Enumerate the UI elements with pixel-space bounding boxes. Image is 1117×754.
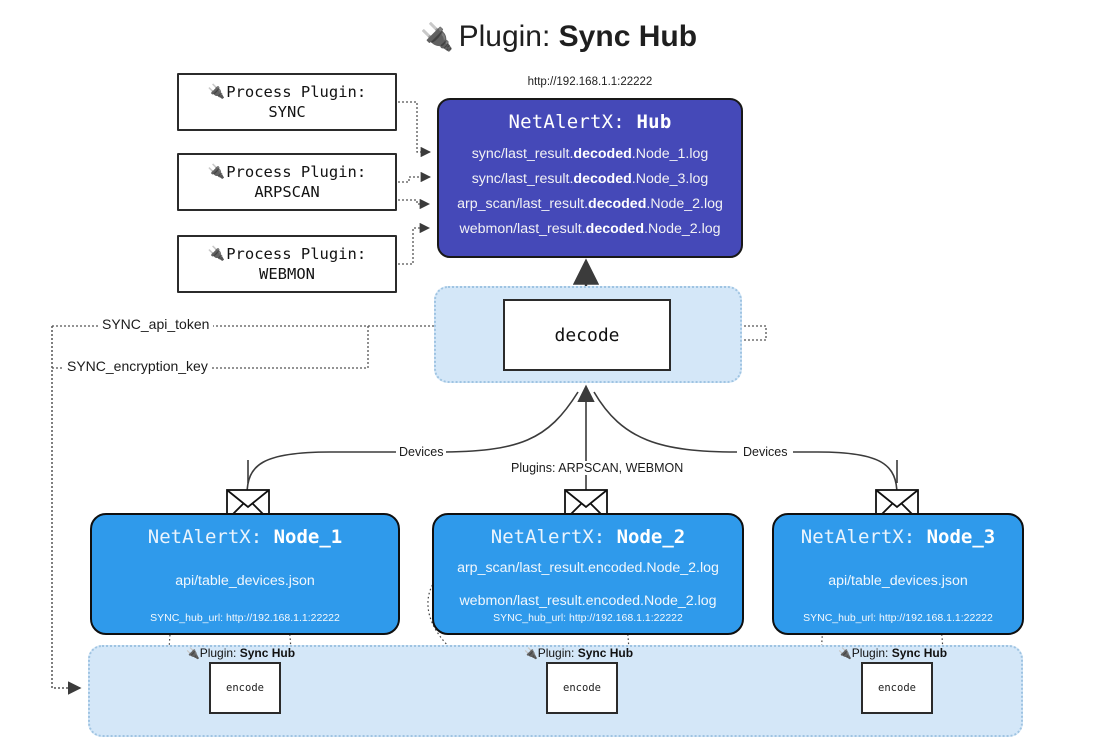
process-plugin-name: ARPSCAN bbox=[254, 183, 320, 201]
plug-icon: 🔌 bbox=[838, 648, 852, 660]
process-plugin-title: Process Plugin: bbox=[226, 245, 367, 263]
process-plugin-arpscan[interactable]: 🔌Process Plugin: ARPSCAN bbox=[177, 153, 397, 211]
decode-box[interactable]: decode bbox=[503, 299, 671, 371]
process-plugin-name: SYNC bbox=[268, 103, 306, 121]
plug-icon: 🔌 bbox=[207, 84, 226, 100]
setting-encryption-key: SYNC_encryption_key bbox=[63, 358, 212, 374]
node-2[interactable]: NetAlertX: Node_2 arp_scan/last_result.e… bbox=[432, 513, 744, 635]
edge-label-devices-right: Devices bbox=[740, 445, 791, 459]
hub-title-name: Hub bbox=[636, 111, 672, 133]
node-hub-url: SYNC_hub_url: http://192.168.1.1:22222 bbox=[803, 612, 993, 624]
node-title-name: Node_1 bbox=[273, 526, 343, 548]
hub-title: NetAlertX: Hub bbox=[509, 111, 672, 133]
node-title: NetAlertX: Node_1 bbox=[148, 526, 342, 548]
node-title-prefix: NetAlertX: bbox=[800, 526, 916, 548]
node-hub-url: SYNC_hub_url: http://192.168.1.1:22222 bbox=[150, 612, 340, 624]
encoder-label-3: 🔌Plugin: Sync Hub bbox=[838, 646, 948, 660]
page-title-prefix: Plugin: bbox=[458, 20, 551, 53]
page-title: 🔌Plugin: Sync Hub bbox=[0, 16, 1117, 58]
encode-box-3[interactable]: encode bbox=[861, 662, 933, 714]
hub-log-2: sync/last_result.decoded.Node_3.log bbox=[471, 171, 709, 187]
node-resource: api/table_devices.json bbox=[175, 573, 315, 589]
node-title-prefix: NetAlertX: bbox=[490, 526, 606, 548]
plug-icon: 🔌 bbox=[524, 648, 538, 660]
edge-label-plugins-center: Plugins: ARPSCAN, WEBMON bbox=[508, 461, 687, 475]
hub-log-4: webmon/last_result.decoded.Node_2.log bbox=[459, 221, 721, 237]
page-title-name: Sync Hub bbox=[558, 20, 698, 53]
plug-icon: 🔌 bbox=[207, 246, 226, 262]
process-plugin-webmon[interactable]: 🔌Process Plugin: WEBMON bbox=[177, 235, 397, 293]
node-title: NetAlertX: Node_2 bbox=[491, 526, 685, 548]
hub-title-prefix: NetAlertX: bbox=[508, 111, 625, 133]
process-plugin-title: Process Plugin: bbox=[226, 83, 367, 101]
encoder-label-2: 🔌Plugin: Sync Hub bbox=[524, 646, 634, 660]
node-1[interactable]: NetAlertX: Node_1 api/table_devices.json… bbox=[90, 513, 400, 635]
setting-api-token: SYNC_api_token bbox=[98, 316, 214, 332]
node-resource: webmon/last_result.encoded.Node_2.log bbox=[459, 593, 717, 609]
encoder-label-1: 🔌Plugin: Sync Hub bbox=[186, 646, 296, 660]
edge-label-devices-left: Devices bbox=[396, 445, 447, 459]
node-title-name: Node_2 bbox=[616, 526, 686, 548]
process-plugin-sync[interactable]: 🔌Process Plugin: SYNC bbox=[177, 73, 397, 131]
hub-node[interactable]: NetAlertX: Hub sync/last_result.decoded.… bbox=[437, 98, 743, 258]
node-3[interactable]: NetAlertX: Node_3 api/table_devices.json… bbox=[772, 513, 1024, 635]
process-plugin-name: WEBMON bbox=[259, 265, 315, 283]
node-resource: api/table_devices.json bbox=[828, 573, 968, 589]
process-plugin-title: Process Plugin: bbox=[226, 163, 367, 181]
envelope-icon-node1 bbox=[226, 460, 270, 521]
node-title-prefix: NetAlertX: bbox=[147, 526, 263, 548]
node-hub-url: SYNC_hub_url: http://192.168.1.1:22222 bbox=[493, 612, 683, 624]
plug-icon: 🔌 bbox=[207, 164, 226, 180]
node-title: NetAlertX: Node_3 bbox=[801, 526, 995, 548]
hub-url-label: http://192.168.1.1:22222 bbox=[527, 76, 653, 88]
encode-box-2[interactable]: encode bbox=[546, 662, 618, 714]
plug-icon: 🔌 bbox=[419, 22, 454, 52]
node-resource: arp_scan/last_result.encoded.Node_2.log bbox=[457, 560, 719, 576]
envelope-icon-node3 bbox=[875, 460, 919, 521]
node-title-name: Node_3 bbox=[926, 526, 996, 548]
hub-log-3: arp_scan/last_result.decoded.Node_2.log bbox=[457, 196, 723, 212]
hub-log-1: sync/last_result.decoded.Node_1.log bbox=[471, 146, 709, 162]
plug-icon: 🔌 bbox=[186, 648, 200, 660]
encode-box-1[interactable]: encode bbox=[209, 662, 281, 714]
